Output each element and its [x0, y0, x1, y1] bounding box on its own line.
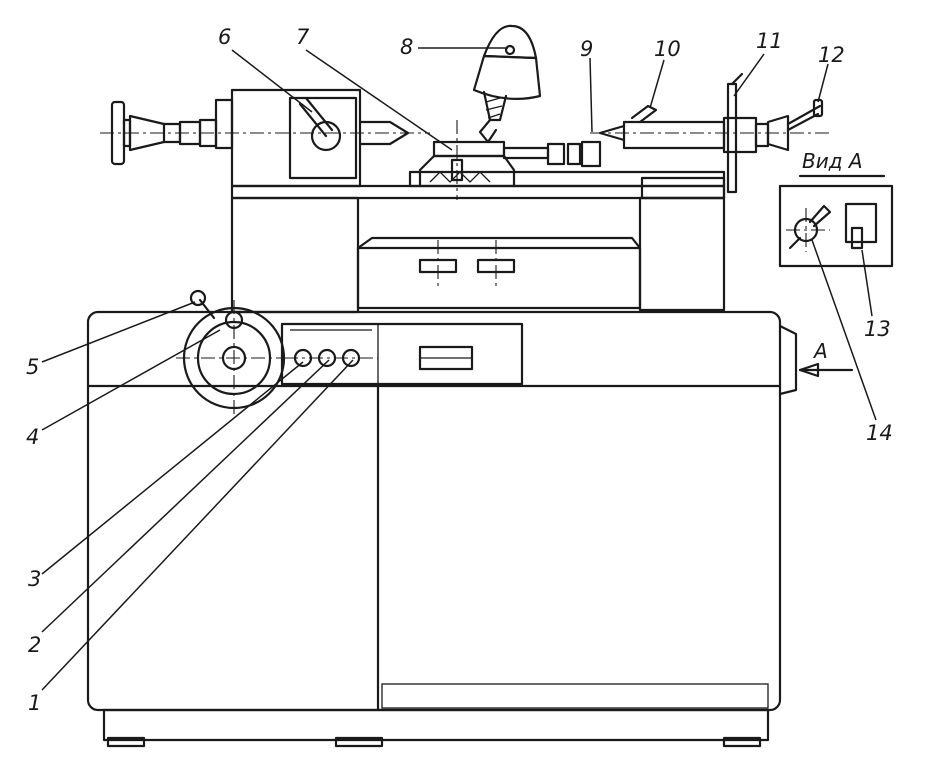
label-13: 13 [864, 317, 891, 341]
headstock [100, 88, 430, 188]
slide [418, 120, 602, 200]
label-14: 14 [866, 421, 893, 445]
view-a-title: Вид А [802, 149, 863, 173]
label-4: 4 [26, 425, 39, 449]
label-5: 5 [26, 355, 39, 379]
label-8: 8 [400, 35, 413, 59]
control-panel [280, 322, 524, 386]
label-3: 3 [28, 567, 41, 591]
view-arrow [798, 362, 854, 378]
label-10: 10 [654, 37, 681, 61]
column [230, 196, 726, 314]
label-6: 6 [218, 25, 231, 49]
label-2: 2 [28, 633, 41, 657]
view-a-inset [778, 174, 894, 268]
grinding-head [472, 24, 542, 144]
label-7: 7 [296, 25, 310, 49]
label-1: 1 [28, 691, 41, 715]
view-arrow-label: А [812, 339, 828, 363]
callout-labels: 1 2 3 4 5 6 7 8 9 10 11 12 13 14 Вид А А [26, 25, 893, 715]
handwheel [176, 300, 292, 416]
leader-lines [41, 47, 877, 691]
machine-base [86, 310, 798, 748]
label-9: 9 [580, 37, 593, 61]
tailstock [590, 72, 830, 200]
label-11: 11 [756, 29, 783, 53]
label-12: 12 [818, 43, 845, 67]
lever-5 [189, 289, 216, 320]
